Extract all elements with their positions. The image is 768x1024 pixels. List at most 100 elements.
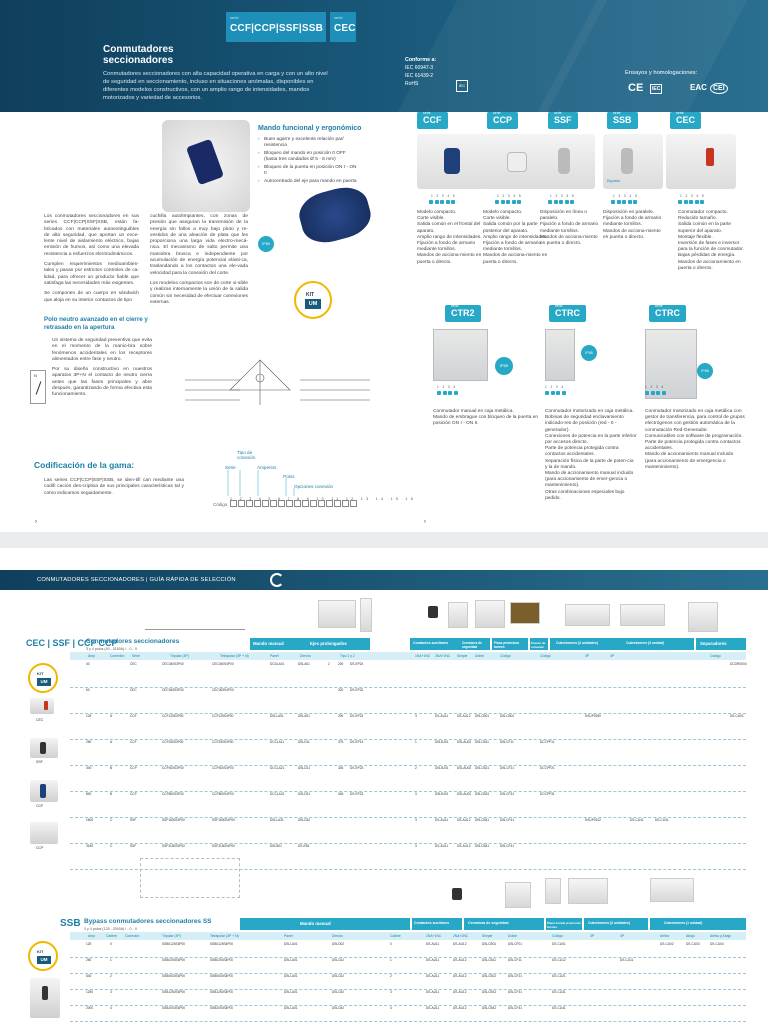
feature-icons	[645, 391, 666, 395]
table-cell: CEC063S4P00	[212, 688, 234, 692]
table-cell: 400	[86, 766, 92, 770]
table-cell: DS-AU12	[457, 844, 471, 848]
section-code: CEC | SSF | CCF CCP	[26, 638, 118, 648]
ip-badge: IP65	[258, 236, 274, 252]
section-code: SSB	[60, 918, 81, 929]
serie-tag-code: CEC	[334, 23, 356, 34]
ce-mark: CE	[628, 82, 644, 94]
page-mark: ›	[35, 519, 37, 525]
feature-icons	[495, 200, 521, 204]
ip-badge: IP65	[495, 357, 513, 375]
feature-icons	[678, 200, 704, 204]
protector-thumb	[475, 600, 505, 628]
paragraph: cuchilla autolimpiantes, con zonas de pr…	[150, 214, 248, 276]
mando-title: Mando funcional y ergonómico	[258, 125, 362, 132]
cabinet-photo	[433, 329, 488, 381]
conformity-label: Conforme a:	[405, 57, 437, 63]
conformity-block: Conforme a: IEC 60947-3 IEC 61439-2 RoHS	[405, 56, 436, 88]
table-cell: SSF	[130, 844, 137, 848]
band-placa-2: Placa frontal protección bornes	[546, 918, 582, 930]
table-cell: DSLB01	[270, 844, 282, 848]
serie-tag-small: serie	[334, 15, 343, 20]
table-cell: DSLD32	[332, 990, 345, 994]
table-cell: DSLBJ01	[435, 766, 449, 770]
table-cell: DSLCF41	[508, 1006, 522, 1010]
table-cell: DSLD21	[298, 766, 311, 770]
section-title: Conmutadores seccionadores	[86, 638, 180, 645]
handle-icon	[558, 148, 570, 174]
table-cell: 250	[86, 740, 92, 744]
table-cell: 125	[86, 714, 92, 718]
bridge-thumb	[510, 602, 540, 624]
table-cell: 1	[415, 740, 417, 744]
band-cubre-1: Cubrebornes (1 unidad)	[650, 918, 746, 930]
photo-ssb	[30, 978, 60, 1018]
table-cell: DSLLA01	[270, 714, 284, 718]
table-cell: CEC040S4P00	[212, 662, 234, 666]
table-cell: CCP800S4P00	[212, 792, 234, 796]
band-cerradura-2: Cerradura de seguridad	[464, 918, 544, 930]
band-contactos: Contactos auxiliares	[410, 638, 460, 650]
table-cell: DSLCF31	[500, 792, 514, 796]
contact-thumb	[428, 606, 438, 618]
table-cell: DSLLA01	[284, 974, 298, 978]
product-marks: 1 2 3 4 5	[680, 194, 706, 198]
table-cell: SSB2000S4P00	[210, 1006, 234, 1010]
table-cell: A	[110, 714, 113, 718]
feature-item: Buen agarre y excelente relación par/ re…	[258, 137, 358, 149]
feature-item: Bloqueo de la puerta en posición ON I - …	[258, 165, 358, 177]
band-mando-2: Mando manual	[240, 918, 410, 930]
table-cell: 2	[110, 974, 112, 978]
table-cell: DS-CU04	[710, 942, 724, 946]
catalog-page-top: Conmutadores seccionadores Conmutadores …	[0, 0, 768, 532]
table-cell: DSLD31	[298, 792, 311, 796]
band-contactos-2: Contactos auxiliares	[412, 918, 462, 930]
table-cell: 63	[86, 688, 90, 692]
table-cell: 3	[110, 990, 112, 994]
table-cell: DSLD12	[332, 958, 345, 962]
table-cell: DS-EP23	[350, 792, 364, 796]
header-banner: Conmutadores seccionadores Conmutadores …	[0, 0, 768, 112]
codificacion-title: Codificación de la gama:	[34, 460, 135, 470]
table-cell: SSB0250S4P00	[210, 958, 234, 962]
table-cell: CEC	[130, 662, 137, 666]
table-cell: 0	[110, 942, 112, 946]
table-cell: 800	[86, 792, 92, 796]
eac-mark: EAC	[690, 83, 707, 92]
certifications-label: Ensayos y homologaciones:	[625, 70, 698, 76]
switch-photo	[162, 120, 250, 212]
section-2-header: SSB Bypass conmutadores seccionadores SS…	[26, 918, 256, 936]
handle-icon	[621, 148, 633, 174]
table-cell: CCF250S4P00	[212, 740, 234, 744]
table-cell: DS-AU11	[435, 818, 449, 822]
section-1-header: CEC | SSF | CCF CCP Conmutadores seccion…	[26, 638, 286, 656]
guide-title: CONMUTADORES SECCIONADORES | GUÍA RÁPIDA…	[37, 577, 236, 583]
protector-thumb	[545, 878, 561, 904]
table-cell: DS-AU11	[426, 958, 440, 962]
code-label-polos: Polos	[283, 474, 295, 479]
table-cell: DS-CU41	[630, 818, 644, 822]
product-description: Conmutador motorizado en caja metálica. …	[545, 409, 637, 501]
table-cell: 630	[86, 974, 92, 978]
ip-badge: IP65	[581, 345, 597, 361]
code-label: Código	[213, 502, 228, 507]
table-cell: DSLAU02	[457, 766, 472, 770]
page-title: Conmutadores seccionadores	[103, 44, 174, 66]
table-cell: DSLCB21	[482, 974, 497, 978]
ip-badge: IP66	[697, 363, 713, 379]
switch-contact-icon	[35, 381, 42, 395]
section-subtitle: 3 y 4 polos (125 - 2000A) I - 0 - II	[84, 927, 137, 931]
guide-header-bar: CONMUTADORES SECCIONADORES | GUÍA RÁPIDA…	[0, 570, 768, 590]
table-cell: DSLD32	[298, 818, 311, 822]
table-cell: DS-EP24	[350, 714, 364, 718]
